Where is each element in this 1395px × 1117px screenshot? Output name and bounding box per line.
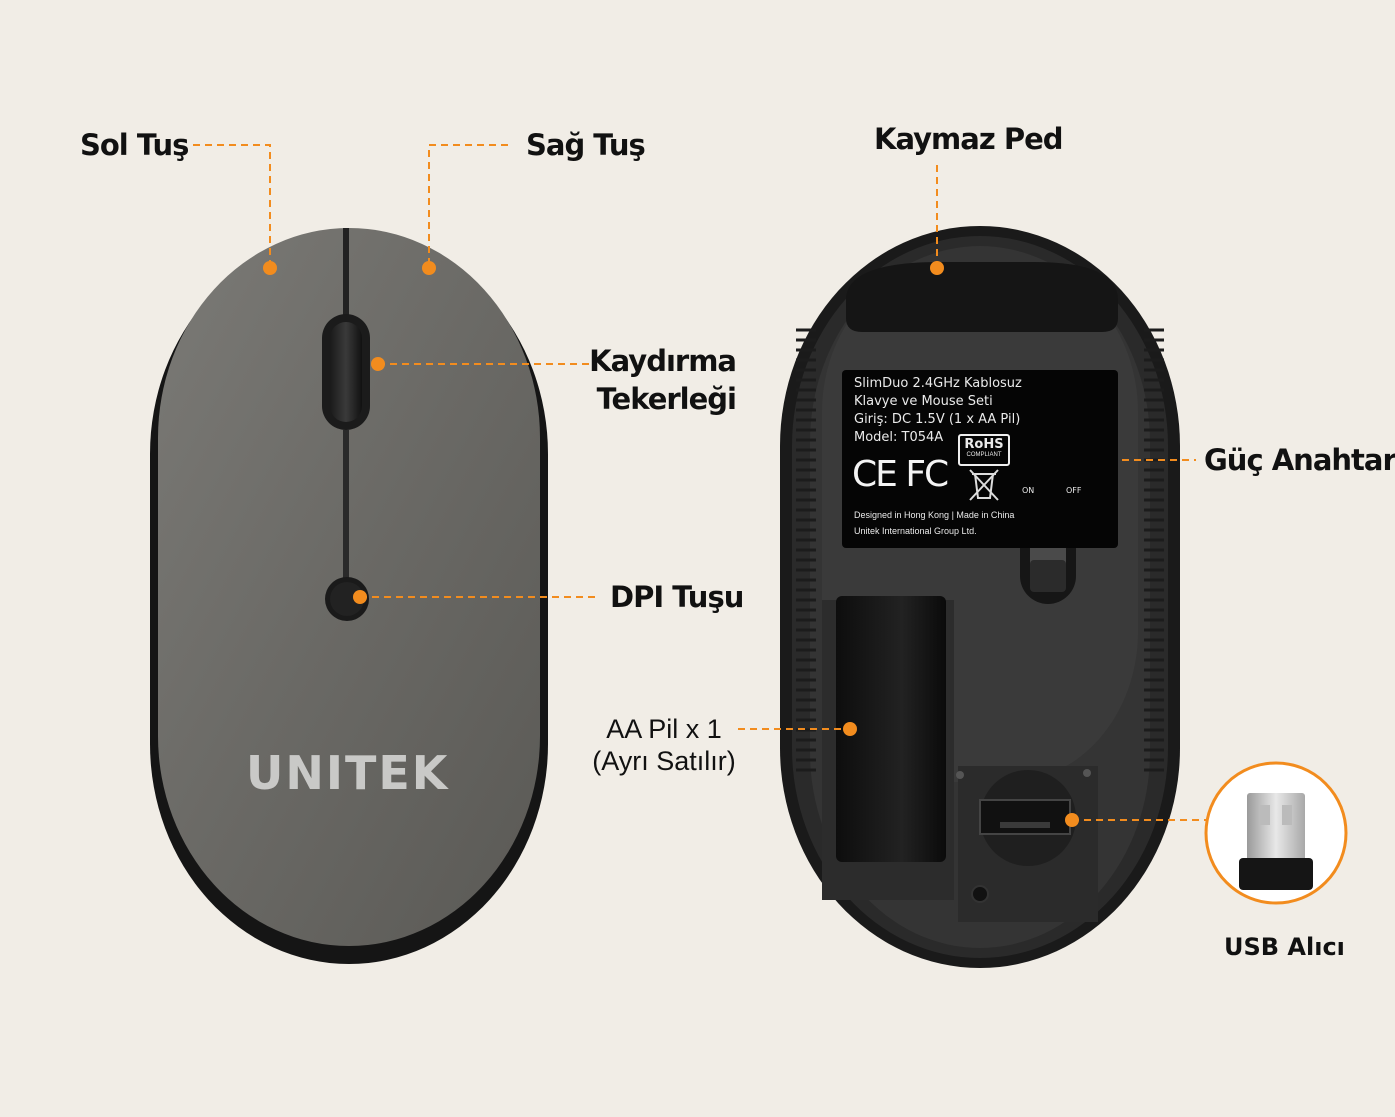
switch-on-label: ON (1022, 486, 1035, 495)
callout-right-button: Sağ Tuş (526, 128, 646, 162)
callout-scroll-wheel-2: Tekerleği (596, 382, 737, 416)
label-line-3: Giriş: DC 1.5V (1 x AA Pil) (854, 412, 1021, 427)
switch-off-label: OFF (1066, 486, 1082, 495)
leader-lines (193, 144, 1206, 821)
callout-usb-receiver: USB Alıcı (1224, 933, 1345, 961)
callout-battery-2: (Ayrı Satılır) (592, 746, 736, 776)
usb-receiver-illustration (1204, 761, 1348, 905)
brand-logo: UNITEK (246, 746, 450, 800)
label-footer-1: Designed in Hong Kong | Made in China (854, 510, 1015, 520)
product-label: SlimDuo 2.4GHz Kablosuz Klavye ve Mouse … (842, 370, 1118, 548)
rohs-badge: RoHS COMPLIANT (958, 434, 1010, 466)
mouse-bottom-view (780, 226, 1180, 968)
rohs-subtitle: COMPLIANT (966, 452, 1002, 458)
callout-non-slip-pad: Kaymaz Ped (874, 122, 1063, 156)
callout-left-button: Sol Tuş (80, 128, 189, 162)
callout-scroll-wheel-1: Kaydırma (589, 344, 737, 378)
weee-bin-icon (969, 469, 999, 501)
label-line-1: SlimDuo 2.4GHz Kablosuz (854, 376, 1022, 391)
aa-battery (836, 596, 946, 862)
label-footer-2: Unitek International Group Ltd. (854, 526, 977, 536)
label-line-4: Model: T054A (854, 430, 944, 445)
callout-battery-1: AA Pil x 1 (606, 714, 722, 744)
rohs-title: RoHS (964, 437, 1004, 452)
ce-fc-mark: CE FC (852, 454, 949, 495)
mouse-top-view (150, 228, 548, 964)
label-line-2: Klavye ve Mouse Seti (854, 394, 993, 409)
non-slip-pad (846, 262, 1118, 332)
callout-power-switch: Güç Anahtarı (1204, 443, 1395, 477)
callout-dpi-button: DPI Tuşu (610, 580, 744, 614)
